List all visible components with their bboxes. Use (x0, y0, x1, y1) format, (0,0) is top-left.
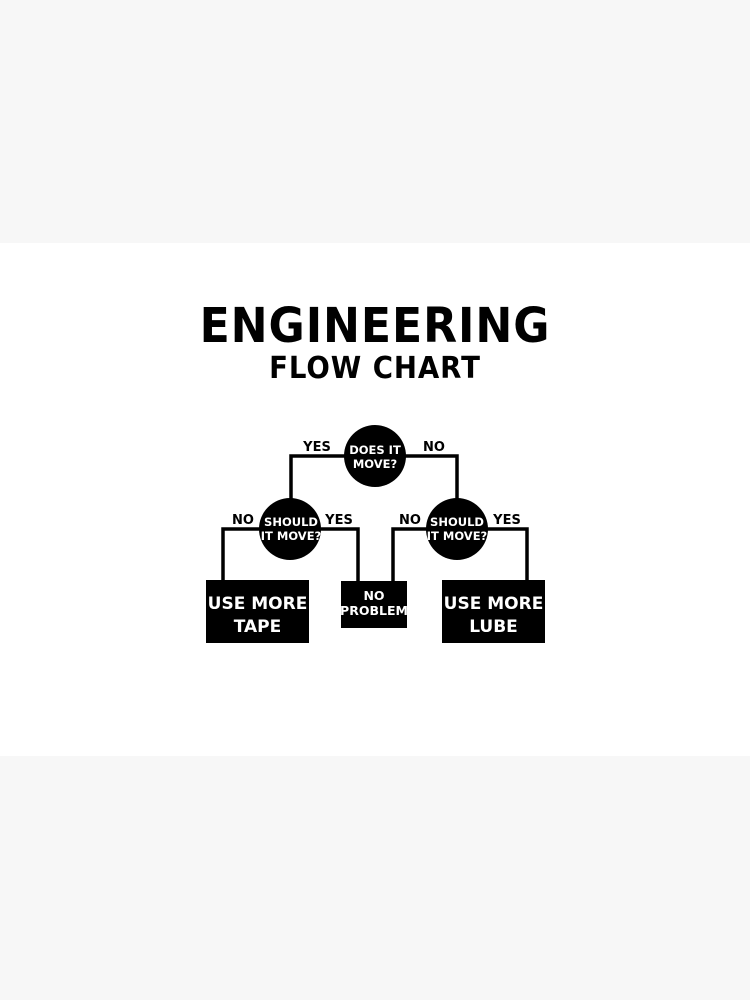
connectors (221, 454, 529, 582)
decision-text-line2: IT MOVE? (261, 529, 321, 543)
decision-text-line1: SHOULD (430, 515, 484, 529)
edge-label-right-yes: YES (492, 513, 521, 528)
outcome-text-line1: USE MORE (444, 594, 544, 614)
decision-circle (344, 425, 406, 487)
decision-text-line2: MOVE? (353, 457, 397, 471)
edge-label-left-yes: YES (324, 513, 353, 528)
outcome-lube: USE MORE LUBE (442, 580, 545, 643)
outcome-text-line2: LUBE (469, 617, 518, 637)
edge-root-no (405, 454, 459, 500)
outcome-box (206, 580, 309, 643)
outcome-text-line2: PROBLEM (340, 603, 408, 618)
outcome-text-line1: NO (363, 588, 384, 603)
decision-text-line1: DOES IT (349, 443, 401, 457)
decision-circle (426, 498, 488, 560)
title-sub: FLOW CHART (269, 351, 481, 386)
title-main: ENGINEERING (199, 298, 551, 354)
edge-label-right-no: NO (399, 513, 421, 528)
outcome-text-line1: USE MORE (208, 594, 308, 614)
outcome-box (442, 580, 545, 643)
decision-text-line2: IT MOVE? (427, 529, 487, 543)
outcome-tape: USE MORE TAPE (206, 580, 309, 643)
outcome-box (341, 581, 407, 628)
decision-root: DOES IT MOVE? (344, 425, 406, 487)
edge-right-yes (486, 527, 529, 582)
edge-left-yes (318, 527, 360, 582)
content-band (0, 243, 750, 756)
decision-circle (259, 498, 321, 560)
edge-label-root-no: NO (423, 440, 445, 455)
edge-left-no (221, 527, 262, 582)
outcome-no-problem: NO PROBLEM (340, 581, 408, 628)
outcome-text-line2: TAPE (234, 617, 282, 637)
edge-right-no (391, 527, 428, 582)
decision-right: SHOULD IT MOVE? (426, 498, 488, 560)
decision-text-line1: SHOULD (264, 515, 318, 529)
edge-root-yes (289, 454, 345, 500)
edge-label-left-no: NO (232, 513, 254, 528)
edge-label-root-yes: YES (302, 440, 331, 455)
decision-left: SHOULD IT MOVE? (259, 498, 321, 560)
